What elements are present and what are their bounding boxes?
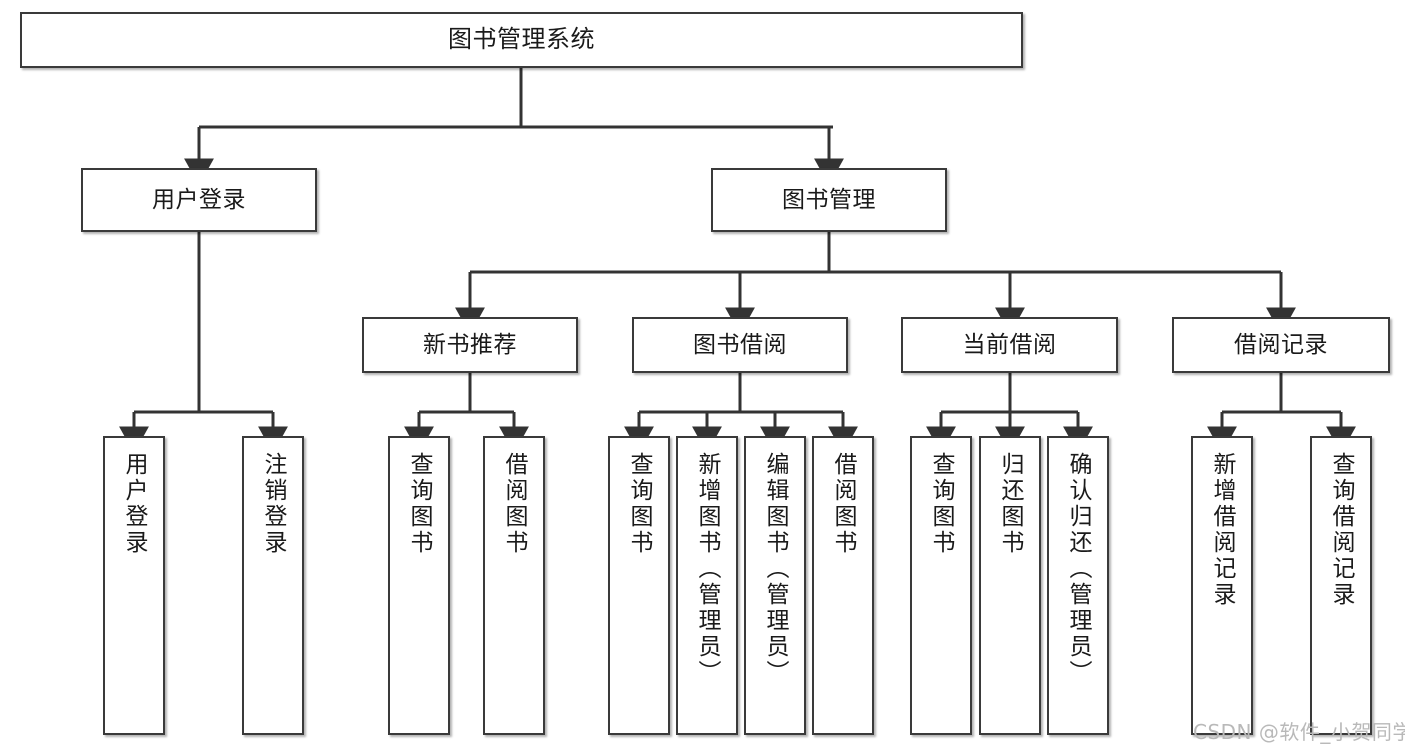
node-label: 借阅图书 bbox=[830, 452, 857, 556]
leaf-user-login[interactable]: 用户登录 bbox=[103, 436, 165, 735]
node-label: 新增图书（管理员） bbox=[694, 452, 721, 686]
node-book-management[interactable]: 图书管理 bbox=[711, 168, 947, 232]
node-label: 用户登录 bbox=[152, 186, 246, 213]
node-book-borrow[interactable]: 图书借阅 bbox=[632, 317, 848, 373]
node-user-login[interactable]: 用户登录 bbox=[81, 168, 317, 232]
node-label: 借阅图书 bbox=[501, 452, 528, 556]
leaf-add-book[interactable]: 新增图书（管理员） bbox=[676, 436, 738, 735]
leaf-query-record[interactable]: 查询借阅记录 bbox=[1310, 436, 1372, 735]
node-new-book-recommend[interactable]: 新书推荐 bbox=[362, 317, 578, 373]
leaf-query-book-3[interactable]: 查询图书 bbox=[910, 436, 972, 735]
node-label: 图书管理 bbox=[782, 186, 876, 213]
node-label: 注销登录 bbox=[260, 452, 287, 556]
node-label: 新书推荐 bbox=[423, 331, 517, 358]
node-root-system[interactable]: 图书管理系统 bbox=[20, 12, 1023, 68]
node-label: 查询图书 bbox=[626, 452, 653, 556]
node-label: 图书借阅 bbox=[693, 331, 787, 358]
leaf-add-record[interactable]: 新增借阅记录 bbox=[1191, 436, 1253, 735]
node-label: 当前借阅 bbox=[962, 331, 1057, 358]
leaf-borrow-book-1[interactable]: 借阅图书 bbox=[483, 436, 545, 735]
leaf-edit-book[interactable]: 编辑图书（管理员） bbox=[744, 436, 806, 735]
leaf-borrow-book-2[interactable]: 借阅图书 bbox=[812, 436, 874, 735]
watermark-text: CSDN @软件_小贺同学 bbox=[1193, 720, 1405, 744]
node-label: 新增借阅记录 bbox=[1209, 452, 1236, 608]
node-label: 查询图书 bbox=[406, 452, 433, 556]
leaf-query-book-1[interactable]: 查询图书 bbox=[388, 436, 450, 735]
node-label: 用户登录 bbox=[121, 452, 148, 556]
node-label: 查询图书 bbox=[928, 452, 955, 556]
leaf-confirm-return[interactable]: 确认归还（管理员） bbox=[1047, 436, 1109, 735]
leaf-query-book-2[interactable]: 查询图书 bbox=[608, 436, 670, 735]
node-label: 确认归还（管理员） bbox=[1065, 452, 1092, 686]
node-label: 借阅记录 bbox=[1234, 331, 1328, 358]
node-current-borrow[interactable]: 当前借阅 bbox=[901, 317, 1118, 373]
node-borrow-record[interactable]: 借阅记录 bbox=[1172, 317, 1390, 373]
node-label: 归还图书 bbox=[997, 452, 1024, 556]
leaf-return-book[interactable]: 归还图书 bbox=[979, 436, 1041, 735]
node-label: 查询借阅记录 bbox=[1328, 452, 1355, 608]
leaf-logout-login[interactable]: 注销登录 bbox=[242, 436, 304, 735]
node-label: 编辑图书（管理员） bbox=[762, 452, 789, 686]
node-label: 图书管理系统 bbox=[448, 25, 595, 54]
